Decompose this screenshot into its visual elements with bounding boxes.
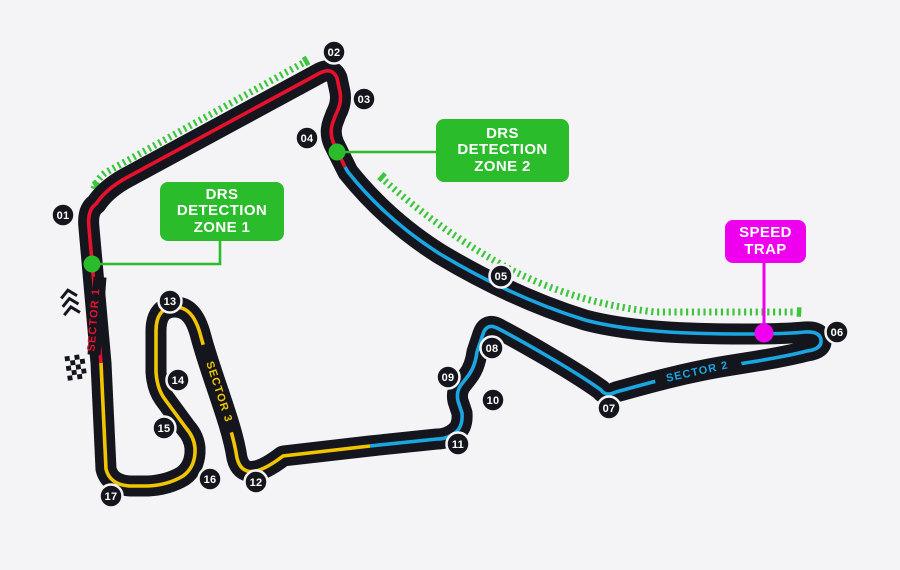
drs-zone-2-line-2: DETECTION — [457, 141, 548, 159]
turn-number-06: 06 — [831, 327, 844, 339]
turn-number-12: 12 — [250, 477, 263, 489]
turn-marker-10 — [480, 387, 506, 413]
turn-number-16: 16 — [204, 474, 217, 486]
turn-number-11: 11 — [452, 439, 464, 451]
checkered-flag-icon — [64, 354, 87, 381]
drs-zone-1-connector — [92, 241, 222, 266]
speed-trap-point — [754, 323, 774, 343]
turn-number-05: 05 — [495, 271, 508, 283]
turn-number-01: 01 — [57, 210, 70, 222]
drs-zone-hatch-2-start-cap — [377, 172, 387, 183]
drs-detection-point-1 — [83, 255, 101, 273]
turn-marker-01 — [50, 202, 76, 228]
turn-number-04: 04 — [301, 133, 314, 145]
turn-marker-14 — [165, 367, 191, 393]
turn-marker-13 — [157, 288, 183, 314]
turn-marker-02 — [321, 39, 347, 65]
drs-zone-hatch-1-end-cap — [301, 55, 311, 67]
turn-number-02: 02 — [328, 47, 341, 59]
drs-zone-hatch-2-end-cap — [796, 307, 802, 317]
turn-number-08: 08 — [486, 343, 499, 355]
drs-zone-2-line-1: DRS — [486, 124, 519, 142]
turn-marker-03 — [351, 86, 377, 112]
turn-number-09: 09 — [442, 372, 455, 384]
turn-number-13: 13 — [164, 296, 177, 308]
turn-number-15: 15 — [158, 423, 171, 435]
speed-trap-line-1: SPEED — [739, 224, 792, 241]
speed-trap-label: SPEED TRAP — [725, 220, 806, 263]
drs-zone-1-line-1: DRS — [205, 185, 239, 203]
sector3-caption-backing — [195, 343, 237, 435]
drs-detection-point-2 — [328, 143, 346, 161]
turn-number-03: 03 — [358, 94, 371, 106]
drs-zone-1-line-3: ZONE 1 — [193, 218, 251, 236]
race-direction-chevrons-icon — [60, 288, 81, 317]
turn-number-17: 17 — [105, 491, 118, 503]
turn-markers: 01 02 03 04 05 06 07 08 09 10 11 12 13 14 15 16 17 — [50, 39, 850, 509]
sector2-caption-backing — [653, 355, 743, 387]
turn-marker-12 — [243, 469, 269, 495]
sector1-line — [86, 69, 347, 364]
turn-marker-11 — [445, 431, 471, 457]
sector1-caption-backing — [87, 276, 107, 356]
turn-marker-15 — [151, 415, 177, 441]
drs-zone-2-line-3: ZONE 2 — [474, 157, 531, 175]
turn-number-14: 14 — [172, 375, 185, 387]
turn-marker-06 — [824, 319, 850, 345]
sector1-caption: SECTOR 1 — [86, 288, 103, 352]
turn-marker-04 — [294, 125, 320, 151]
turn-marker-16 — [197, 466, 223, 492]
turn-marker-05 — [488, 263, 514, 289]
drs-detection-zone-2-label: DRS DETECTION ZONE 2 — [436, 119, 569, 182]
turn-marker-17 — [98, 483, 124, 509]
turn-number-10: 10 — [487, 395, 500, 407]
drs-zone-1-line-2: DETECTION — [176, 202, 268, 220]
turn-marker-09 — [435, 364, 461, 390]
turn-marker-08 — [479, 335, 505, 361]
turn-number-07: 07 — [603, 403, 616, 415]
drs-detection-zone-1-label: DRS DETECTION ZONE 1 — [160, 182, 284, 241]
turn-marker-07 — [596, 395, 622, 421]
speed-trap-line-2: TRAP — [744, 240, 787, 258]
